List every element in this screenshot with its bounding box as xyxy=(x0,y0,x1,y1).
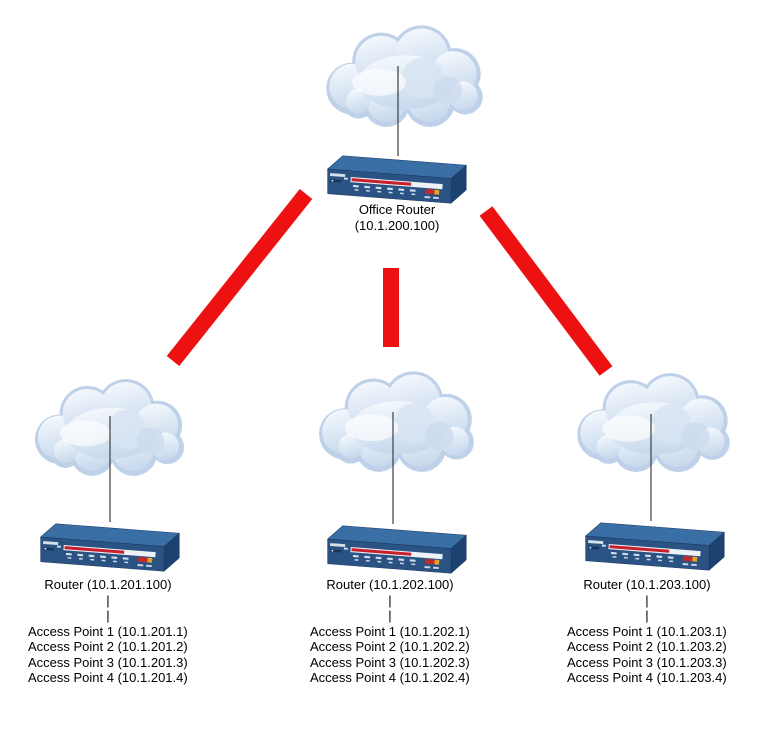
router-label: Router (10.1.203.100) xyxy=(583,577,711,592)
branch-router-middle xyxy=(320,520,472,579)
branch-cloud-left xyxy=(30,368,188,479)
cloud-icon xyxy=(572,362,734,475)
wan-link-left xyxy=(166,189,313,366)
connector-pipe: | xyxy=(106,608,110,623)
router-label: Router (10.1.202.100) xyxy=(326,577,454,592)
router-label: Router (10.1.201.100) xyxy=(44,577,172,592)
office-router-ip: (10.1.200.100) xyxy=(354,217,440,233)
access-point-item: Access Point 1 (10.1.201.1) xyxy=(28,623,188,639)
access-point-item: Access Point 1 (10.1.203.1) xyxy=(567,623,727,639)
branch-router-right xyxy=(578,517,730,576)
access-point-item: Access Point 4 (10.1.203.4) xyxy=(567,670,727,685)
cloud-icon xyxy=(321,14,487,130)
cloud-icon xyxy=(30,368,188,479)
office-router xyxy=(320,150,472,209)
access-point-item: Access Point 4 (10.1.201.4) xyxy=(28,670,188,685)
branch-cloud-middle xyxy=(314,360,478,475)
router-icon xyxy=(33,518,185,577)
access-point-item: Access Point 1 (10.1.202.1) xyxy=(310,623,470,639)
branch-cloud-right xyxy=(572,362,734,475)
router-icon xyxy=(578,517,730,576)
branch-right-labels: Router (10.1.203.100) | | Access Point 1… xyxy=(558,577,736,686)
access-point-list: Access Point 1 (10.1.203.1) Access Point… xyxy=(558,624,736,686)
access-point-item: Access Point 2 (10.1.203.2) xyxy=(567,639,727,654)
router-icon xyxy=(320,520,472,579)
access-point-item: Access Point 4 (10.1.202.4) xyxy=(310,670,470,685)
branch-middle-labels: Router (10.1.202.100) | | Access Point 1… xyxy=(304,577,476,686)
branch-router-left xyxy=(33,518,185,577)
office-router-label: Office Router (10.1.200.100) xyxy=(312,202,482,233)
access-point-item: Access Point 3 (10.1.203.3) xyxy=(567,654,727,670)
access-point-item: Access Point 3 (10.1.202.3) xyxy=(310,654,470,670)
wan-link-right xyxy=(479,206,613,376)
office-router-name: Office Router xyxy=(358,202,436,217)
access-point-list: Access Point 1 (10.1.202.1) Access Point… xyxy=(304,624,476,686)
connector-pipe: | xyxy=(388,608,392,623)
access-point-item: Access Point 2 (10.1.201.2) xyxy=(28,639,188,654)
access-point-item: Access Point 3 (10.1.201.3) xyxy=(28,654,188,670)
connector-pipe: | xyxy=(645,608,649,623)
router-icon xyxy=(320,150,472,209)
branch-left-labels: Router (10.1.201.100) | | Access Point 1… xyxy=(18,577,198,686)
cloud-icon xyxy=(314,360,478,475)
internet-cloud-top xyxy=(321,14,487,130)
access-point-list: Access Point 1 (10.1.201.1) Access Point… xyxy=(18,624,198,686)
connector-pipe: | xyxy=(645,592,649,608)
connector-pipe: | xyxy=(106,592,110,608)
access-point-item: Access Point 2 (10.1.202.2) xyxy=(310,639,470,654)
connector-pipe: | xyxy=(388,592,392,608)
